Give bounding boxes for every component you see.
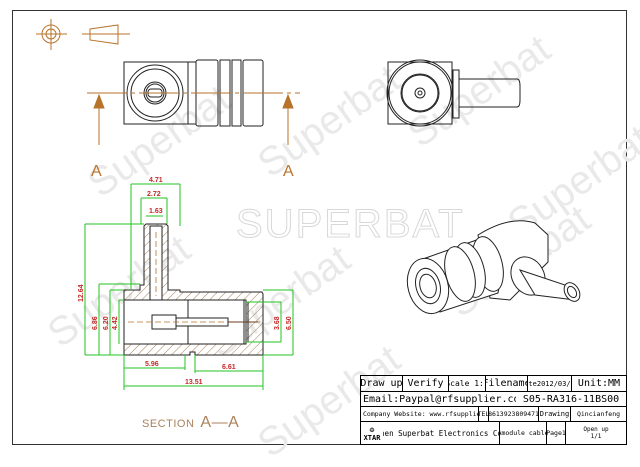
isometric-view bbox=[406, 220, 581, 315]
open-up-cell: Open up 1/1 bbox=[566, 422, 626, 444]
logo-text: XTAR bbox=[363, 433, 381, 442]
filename-label-cell: Filename bbox=[486, 376, 528, 391]
open-up-label: Open up bbox=[583, 426, 609, 433]
dim-height-body-mid: 6.20 bbox=[103, 316, 110, 330]
dim-width-top-inner: 1.63 bbox=[149, 208, 163, 215]
open-up-value: 1/1 bbox=[590, 433, 602, 440]
product-cell: Amodule cable bbox=[500, 422, 547, 444]
watermark-large: SUPERBAT bbox=[236, 202, 465, 247]
section-line bbox=[87, 92, 300, 145]
email-cell: Email:Paypal@rfsupplier.com bbox=[363, 393, 516, 405]
dim-height-body-inner: 4.42 bbox=[112, 316, 119, 330]
filename-value-cell: S05-RA316-11BS00 bbox=[522, 393, 620, 405]
draw-up-cell: Draw up bbox=[361, 376, 403, 391]
dim-width-top-outer: 4.71 bbox=[149, 177, 163, 184]
title-block-row-2: Email:Paypal@rfsupplier.com S05-RA316-11… bbox=[361, 392, 626, 407]
tel-label-cell: TEL bbox=[479, 407, 489, 421]
xtar-logo: ❂ XTAR bbox=[361, 422, 383, 444]
verify-cell: Verify bbox=[403, 376, 449, 391]
dim-length-total: 13.51 bbox=[185, 379, 203, 386]
title-block-row-1: Draw up Verify Scale 1:1 Filename Date20… bbox=[361, 376, 626, 392]
company-cell: Shenzhen Superbat Electronics Co.,Ltd bbox=[383, 422, 500, 444]
drawing-frame bbox=[12, 10, 627, 445]
title-block-row-3: Company Website: www.rfsupplier.com TEL … bbox=[361, 407, 626, 422]
scale-cell: Scale 1:1 bbox=[449, 376, 486, 391]
page-cell: Page1 bbox=[547, 422, 566, 444]
date-cell: Date2012/03/14 bbox=[528, 376, 572, 391]
section-caption-text: SECTION bbox=[142, 418, 195, 430]
tel-cell: 8613923809471 bbox=[489, 407, 539, 421]
title-block-row-4: ❂ XTAR Shenzhen Superbat Electronics Co.… bbox=[361, 422, 626, 444]
dim-height-right-inner: 3.68 bbox=[274, 316, 281, 330]
side-view bbox=[386, 59, 521, 127]
logo-icon: ❂ bbox=[369, 424, 375, 434]
drawing-label-cell: Drawing bbox=[539, 407, 571, 421]
projection-symbol-icon bbox=[36, 19, 130, 50]
dim-height-body-outer: 6.86 bbox=[92, 316, 99, 330]
dimension-lines bbox=[84, 183, 294, 390]
section-caption-id: A—A bbox=[200, 414, 240, 431]
unit-cell: Unit:MM bbox=[577, 378, 621, 389]
technical-drawing: A A bbox=[36, 19, 581, 390]
section-view bbox=[123, 223, 264, 356]
dim-length-left: 5.96 bbox=[145, 361, 159, 368]
dimension-labels: 4.71 2.72 1.63 12.64 6.86 6.20 4.42 3.68… bbox=[78, 177, 293, 386]
website-cell: Company Website: www.rfsupplier.com bbox=[361, 407, 479, 421]
dim-length-right: 6.61 bbox=[222, 364, 236, 371]
title-block: Draw up Verify Scale 1:1 Filename Date20… bbox=[360, 375, 627, 445]
dim-height-right-outer: 6.50 bbox=[286, 316, 293, 330]
section-caption: SECTION A—A bbox=[142, 414, 239, 432]
section-marker-right: A bbox=[283, 163, 294, 180]
dim-width-top-mid: 2.72 bbox=[147, 191, 161, 198]
drawer-cell: Qincianfeng bbox=[576, 410, 621, 418]
section-marker-left: A bbox=[91, 163, 102, 180]
dim-height-total: 12.64 bbox=[78, 284, 85, 302]
